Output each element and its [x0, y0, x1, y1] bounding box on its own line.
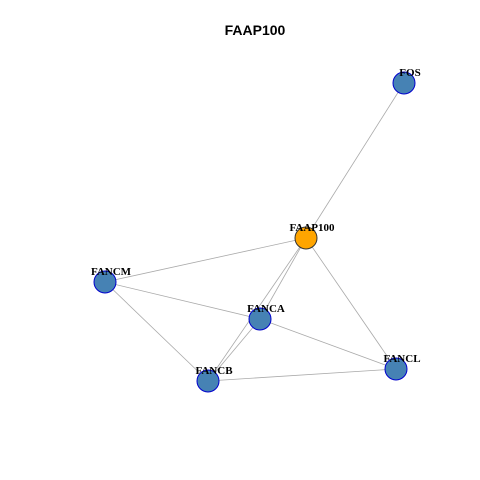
node-label-fancl: FANCL: [383, 353, 420, 365]
edge-faap100-fancl: [305, 237, 397, 370]
node-label-fos: FOS: [399, 67, 420, 79]
edge-faap100-fancm: [104, 237, 307, 283]
edge-faap100-fos: [305, 82, 405, 239]
node-fancm: FANCM: [91, 266, 132, 294]
node-fanca: FANCA: [247, 303, 285, 331]
node-label-fancm: FANCM: [91, 266, 132, 278]
edge-fanca-fancl: [259, 318, 397, 370]
node-fos: FOS: [392, 67, 421, 95]
node-circle-fos: [392, 71, 416, 95]
node-circle-fancm: [93, 270, 117, 294]
node-circle-fancl: [384, 357, 408, 381]
node-label-fanca: FANCA: [247, 303, 285, 315]
edge-fancb-fancl: [207, 368, 397, 382]
graph-title: FAAP100: [225, 22, 286, 38]
node-fancb: FANCB: [195, 365, 233, 393]
edge-fanca-fancb: [207, 318, 261, 382]
node-label-faap100: FAAP100: [289, 222, 335, 234]
node-circle-faap100: [294, 226, 318, 250]
edge-fancm-fanca: [104, 281, 261, 320]
node-faap100: FAAP100: [289, 222, 335, 250]
node-label-fancb: FANCB: [195, 365, 233, 377]
node-circle-fanca: [248, 307, 272, 331]
node-fancl: FANCL: [383, 353, 421, 381]
node-circle-fancb: [196, 369, 220, 393]
edge-fancm-fancb: [104, 281, 209, 382]
edge-faap100-fanca: [259, 237, 307, 320]
edges-layer: [104, 82, 405, 382]
